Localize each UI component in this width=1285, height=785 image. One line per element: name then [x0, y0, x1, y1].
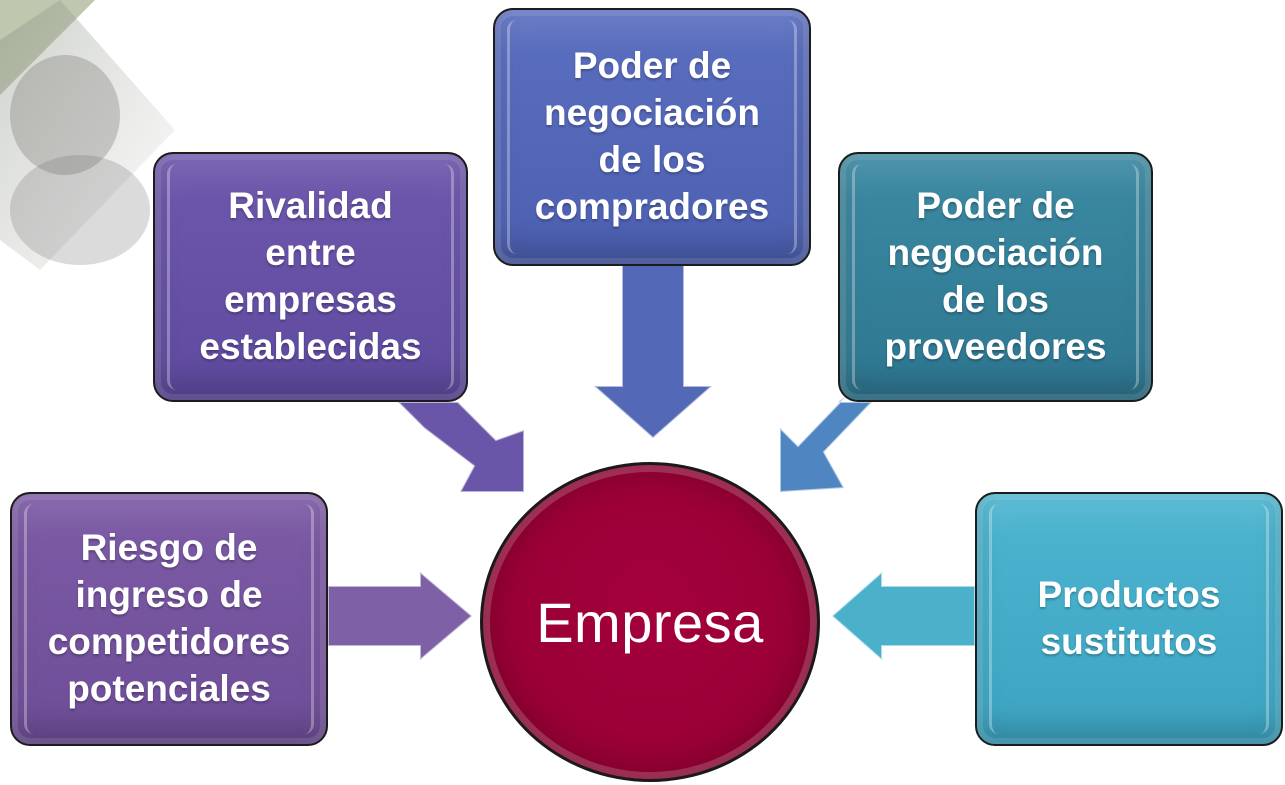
arrow-rivalry: [395, 401, 525, 493]
arrow-buyers: [591, 261, 715, 440]
force-box-substitutes: Productos sustitutos: [975, 492, 1283, 746]
force-box-entrants: Riesgo de ingreso de competidores potenc…: [10, 492, 328, 746]
force-label-rivalry: Rivalidad entre empresas establecidas: [199, 185, 422, 367]
center-node: Empresa: [480, 462, 820, 782]
force-box-buyers: Poder de negociación de los compradores: [493, 8, 811, 266]
arrow-entrants: [327, 569, 474, 663]
force-label-substitutes: Productos sustitutos: [1037, 574, 1221, 662]
arrow-substitutes: [830, 569, 976, 663]
force-box-suppliers: Poder de negociación de los proveedores: [838, 152, 1153, 402]
force-label-suppliers: Poder de negociación de los proveedores: [884, 185, 1107, 367]
force-box-rivalry: Rivalidad entre empresas establecidas: [153, 152, 468, 402]
force-label-buyers: Poder de negociación de los compradores: [534, 45, 770, 227]
force-label-entrants: Riesgo de ingreso de competidores potenc…: [47, 527, 291, 709]
arrow-suppliers: [779, 395, 875, 494]
center-label: Empresa: [536, 590, 764, 654]
